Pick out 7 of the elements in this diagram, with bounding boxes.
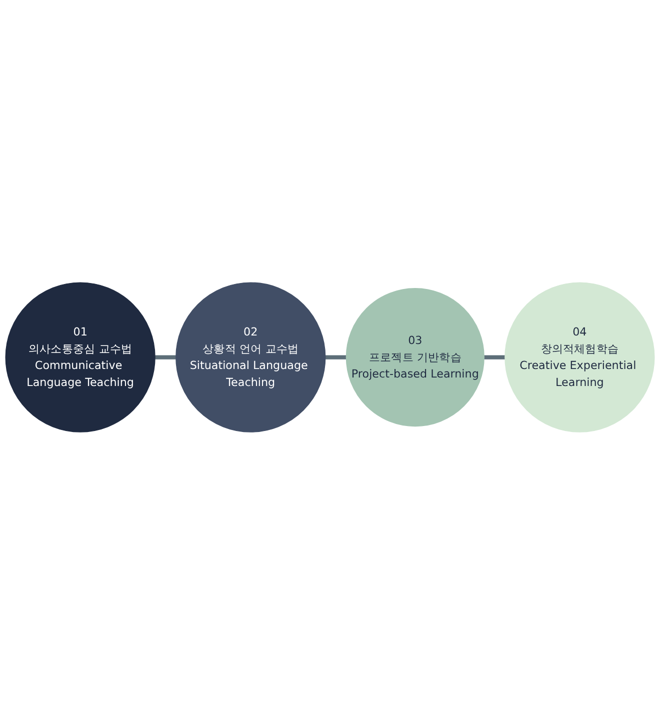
node-circle: 02 상황적 언어 교수법 Situational Language Teaching <box>176 282 326 432</box>
connector <box>484 354 506 360</box>
node-circle: 03 프로젝트 기반학습 Project-based Learning <box>346 288 484 426</box>
node-circle: 04 창의적체험학습 Creative Experiential Learning <box>504 282 655 432</box>
connector <box>325 354 347 360</box>
connector <box>154 354 176 360</box>
node-circle: 01 의사소통중심 교수법 Communicative Language Teaching <box>5 282 156 432</box>
